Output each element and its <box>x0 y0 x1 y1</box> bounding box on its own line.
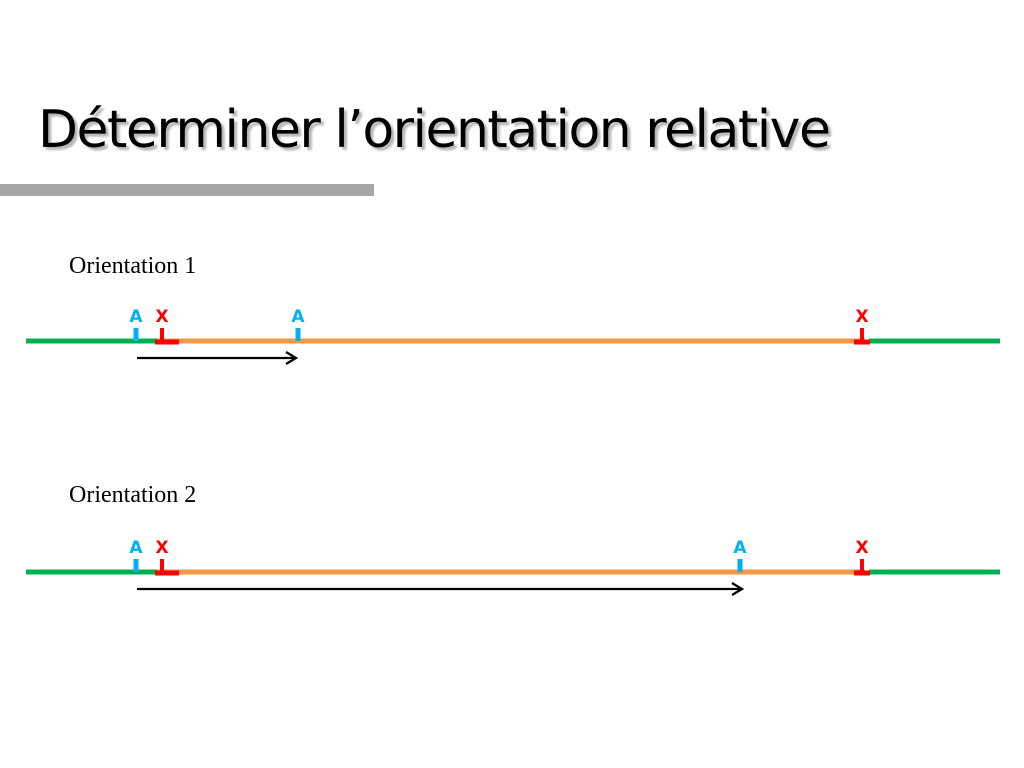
site-a-left-label: A <box>129 538 143 558</box>
orientation-1-label: Orientation 1 <box>69 253 197 279</box>
title-underline-bar <box>0 184 374 196</box>
site-a-left-label: A <box>129 307 143 327</box>
orientation-2-diagram: A X A X <box>26 538 1000 589</box>
site-x-left-label: X <box>155 307 168 327</box>
site-x-left: X <box>155 307 179 345</box>
site-a-right-label: A <box>291 307 305 327</box>
site-a-right-label: A <box>733 538 747 558</box>
site-a-left: A <box>129 538 143 572</box>
orientation-2-label: Orientation 2 <box>69 482 197 508</box>
orientation-1-diagram: A X A X <box>26 307 1000 358</box>
site-x-right-label: X <box>855 307 868 327</box>
site-x-left-label: X <box>155 538 168 558</box>
site-x-right: X <box>854 307 870 345</box>
site-x-right-label: X <box>855 538 868 558</box>
site-x-right: X <box>854 538 870 576</box>
slide-title: Déterminer l’orientation relative <box>38 100 831 160</box>
site-a-right: A <box>291 307 305 341</box>
site-a-right: A <box>733 538 747 572</box>
site-a-left: A <box>129 307 143 341</box>
site-x-left: X <box>155 538 179 576</box>
